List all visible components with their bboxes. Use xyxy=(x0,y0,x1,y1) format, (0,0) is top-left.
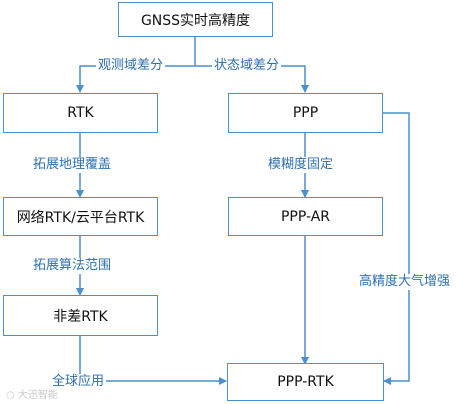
node-ppp-ar: PPP-AR xyxy=(228,197,383,236)
label-state-diff: 状态域差分 xyxy=(212,58,282,74)
node-ppp: PPP xyxy=(228,93,383,133)
node-ppp-rtk: PPP-RTK xyxy=(227,363,384,401)
label-observation-diff: 观测域差分 xyxy=(96,58,166,74)
label-expand-algo: 拓展算法范围 xyxy=(31,258,114,274)
label-ambiguity-fix: 模糊度固定 xyxy=(266,157,336,173)
edge-ppp-to-ppprtk-right xyxy=(383,112,410,385)
node-nondiff-rtk: 非差RTK xyxy=(3,295,158,336)
watermark-text: 大迅智能 xyxy=(17,390,58,401)
node-gnss-realtime: GNSS实时高精度 xyxy=(118,2,273,37)
label-hp-atmos: 高精度大气增强 xyxy=(357,274,453,290)
label-expand-geo: 拓展地理覆盖 xyxy=(31,157,114,173)
node-network-rtk: 网络RTK/云平台RTK xyxy=(3,197,158,236)
node-rtk: RTK xyxy=(3,93,158,133)
watermark-logo: ○ 大迅智能 xyxy=(6,390,58,401)
label-global-app: 全球应用 xyxy=(50,374,107,390)
